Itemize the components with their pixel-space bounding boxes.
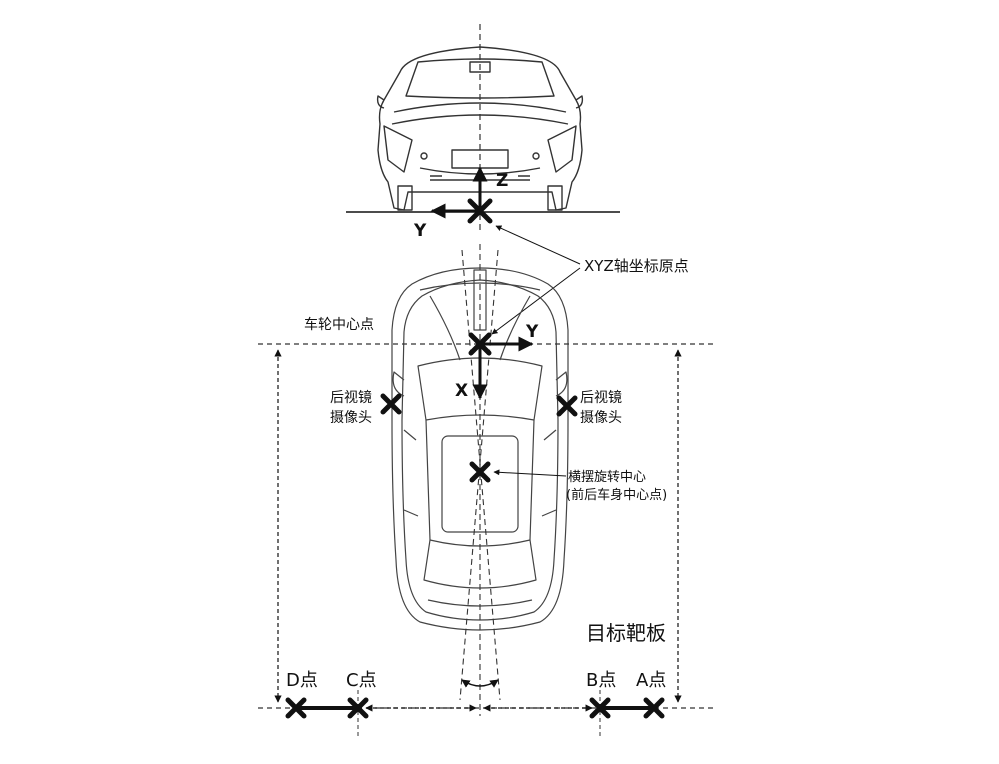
axis-x-top-label: X <box>455 381 468 401</box>
yaw-center-label-2: (前后车身中心点) <box>566 487 667 503</box>
yaw-arc-arrow <box>461 679 499 688</box>
axis-y-top-label: Y <box>525 322 539 342</box>
axis-y-front-label: Y <box>413 221 427 241</box>
mirror-cam-left-label-2: 摄像头 <box>330 410 372 426</box>
origin-marker-top <box>468 332 492 356</box>
mirror-cam-left-label-1: 后视镜 <box>330 390 372 406</box>
callout-line-top <box>491 267 581 335</box>
point-b-marker <box>589 697 611 719</box>
point-d-marker <box>285 697 307 719</box>
point-a-label: A点 <box>636 670 666 691</box>
target-board-label: 目标靶板 <box>586 621 666 645</box>
mirror-cam-right-label-1: 后视镜 <box>580 390 622 406</box>
yaw-center-label-1: 横摆旋转中心 <box>568 470 646 485</box>
yaw-center-marker <box>469 461 491 483</box>
mirror-cam-left-marker <box>380 393 402 415</box>
wheel-center-label: 车轮中心点 <box>304 316 374 333</box>
mirror-cam-right-label-2: 摄像头 <box>580 410 622 426</box>
point-a-marker <box>643 697 665 719</box>
yaw-center-callout <box>493 469 567 477</box>
axis-z-label: Z <box>496 171 508 191</box>
origin-callout-label: XYZ轴坐标原点 <box>584 257 689 275</box>
yaw-dashed-lines <box>459 244 501 716</box>
callout-line-front <box>495 225 581 265</box>
point-c-label: C点 <box>346 670 377 691</box>
origin-marker-front <box>467 198 493 224</box>
point-c-marker <box>347 697 369 719</box>
point-d-label: D点 <box>286 670 318 691</box>
point-b-label: B点 <box>586 670 616 691</box>
mirror-cam-right-marker <box>556 395 578 417</box>
